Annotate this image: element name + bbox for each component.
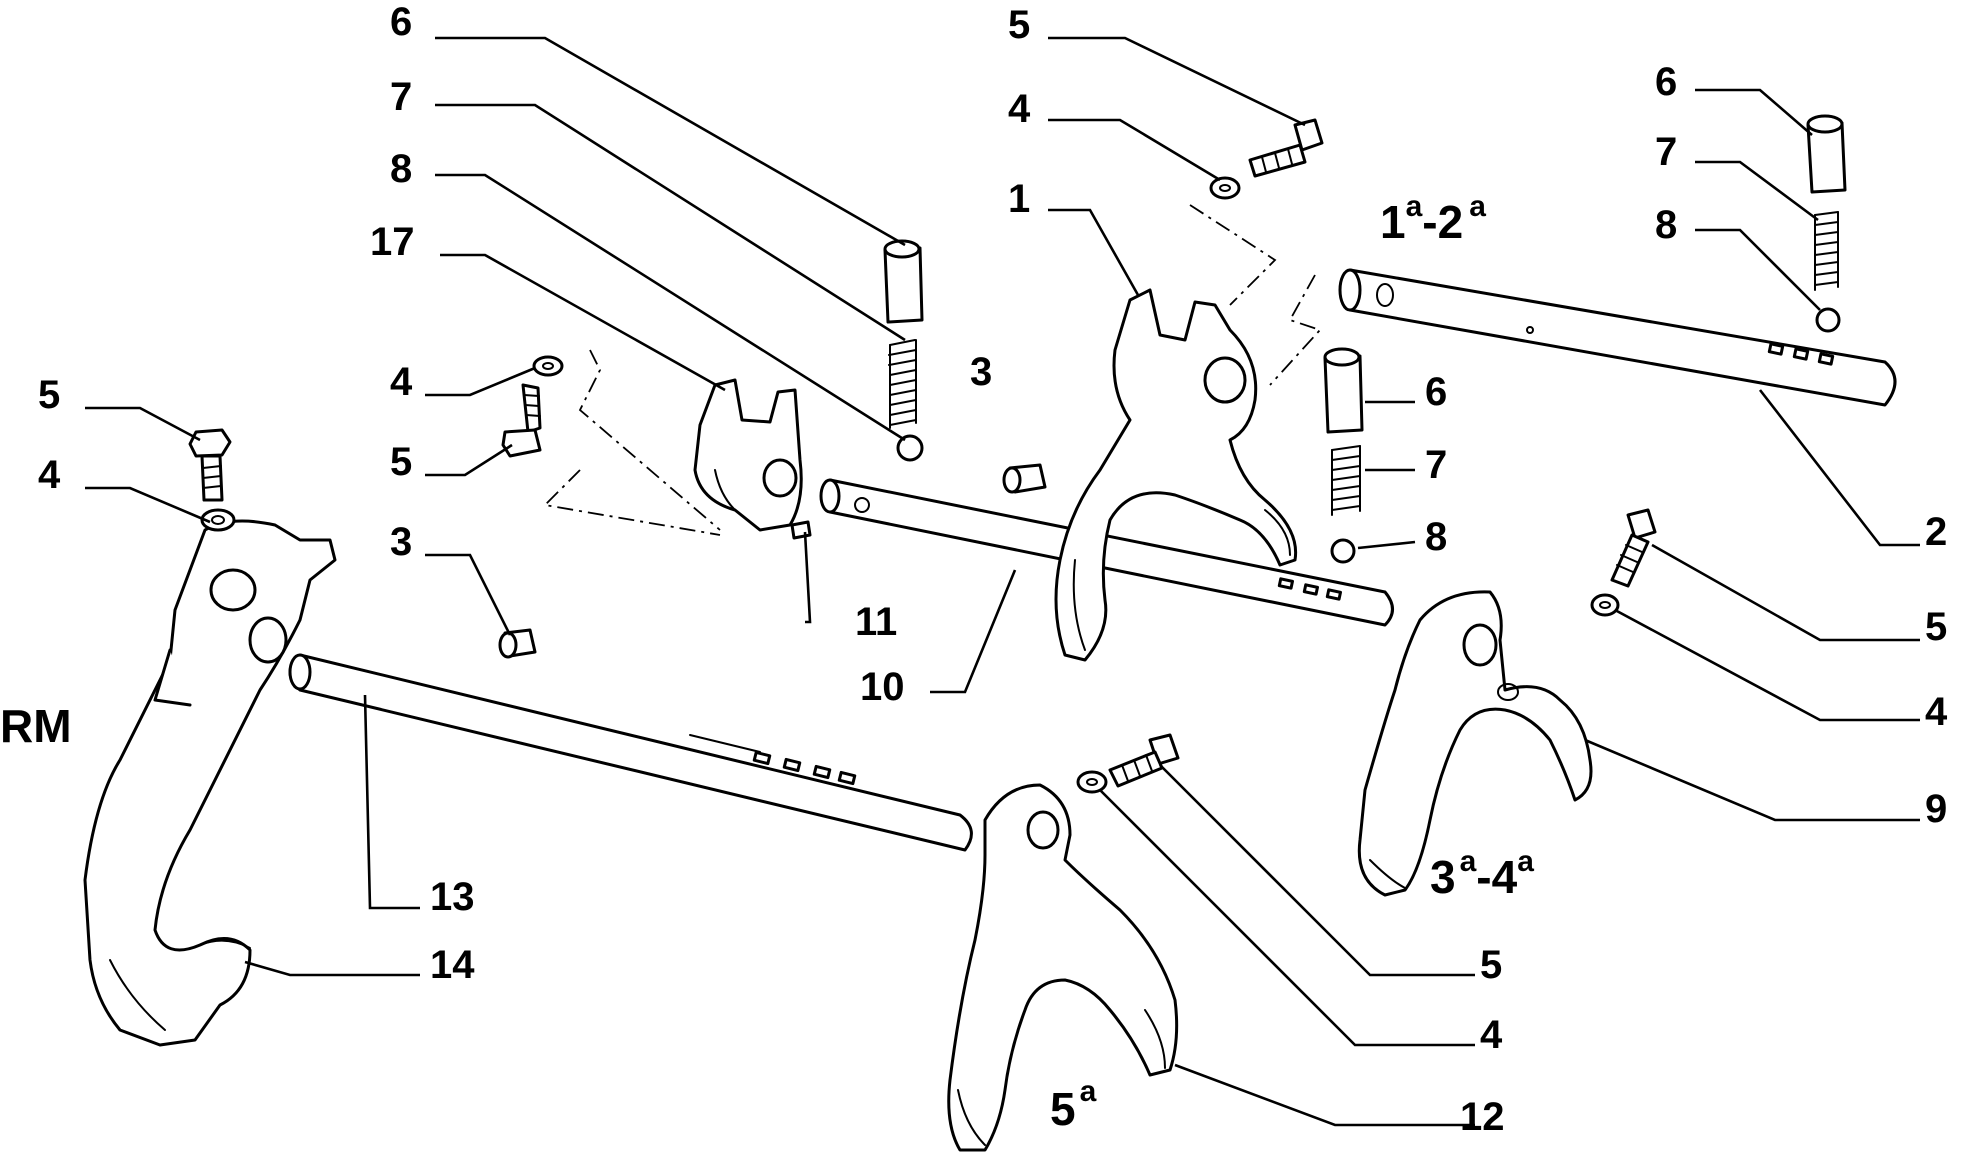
label-5-top: 5 [1008,3,1030,47]
label-6-c: 6 [1655,60,1677,104]
label-1: 1 [1008,177,1030,221]
fork-9 [1357,590,1593,897]
washer-4-left [200,508,236,532]
washer-4-middle [532,355,564,377]
sleeve-6-middle [1323,347,1364,434]
label-6-a: 6 [390,0,412,44]
label-7-b: 7 [1425,443,1447,487]
label-5-right: 5 [1925,605,1947,649]
fork-17 [693,378,803,532]
fork-12 [947,783,1179,1152]
fork-14-reverse [83,519,337,1047]
label-11: 11 [855,600,897,644]
pin-3-left [498,628,537,659]
washer-4-top [1209,176,1241,200]
spring-7-left [888,339,917,429]
washer-4-bottom [1076,770,1108,794]
ball-8-middle [1330,538,1356,564]
guide-lines [543,204,1322,536]
label-3-a: 3 [390,520,412,564]
label-5-bottom: 5 [1480,943,1502,987]
label-12: 12 [1460,1095,1505,1139]
label-10: 10 [860,665,905,709]
label-17: 17 [370,220,415,264]
label-14: 14 [430,943,475,987]
callout-labels: 6 7 8 17 4 5 3 5 4 3 11 10 13 14 5 4 1 6… [38,0,1948,1139]
label-4-bottom: 4 [1480,1013,1503,1057]
shift-rod-10 [819,478,1394,627]
washer-4-right [1590,593,1620,617]
label-3-b: 3 [970,350,992,394]
leader-lines [85,36,1920,1127]
bolt-5-middle [501,383,542,458]
ball-8-right [1815,307,1841,333]
spring-7-middle [1331,445,1361,516]
label-7-c: 7 [1655,130,1677,174]
pin-3-middle [1002,463,1047,494]
fork-1 [1054,288,1298,662]
label-5-a: 5 [390,440,412,484]
label-9: 9 [1925,787,1947,831]
spring-7-right [1814,211,1839,291]
sleeve-6-left [883,239,924,324]
label-8-a: 8 [390,147,412,191]
label-6-b: 6 [1425,370,1447,414]
shift-rod-13 [288,653,973,852]
bolt-5-left [188,428,232,502]
bolt-5-bottom [1108,733,1180,788]
bolt-5-right [1610,508,1657,588]
label-4-a: 4 [390,360,413,404]
label-4-top: 4 [1008,87,1031,131]
pin-11 [790,520,812,540]
ball-8-left [896,434,924,462]
label-4-right: 4 [1925,690,1948,734]
label-2: 2 [1925,510,1947,554]
gear-label-rm: RM [0,700,72,752]
bolt-5-top [1248,118,1324,178]
label-13: 13 [430,875,475,919]
label-4-left: 4 [38,453,61,497]
sleeve-6-right [1806,114,1847,194]
label-7-a: 7 [390,75,412,119]
label-5-left: 5 [38,373,60,417]
shift-rod-2 [1338,268,1897,407]
label-8-b: 8 [1425,515,1447,559]
label-8-c: 8 [1655,203,1677,247]
